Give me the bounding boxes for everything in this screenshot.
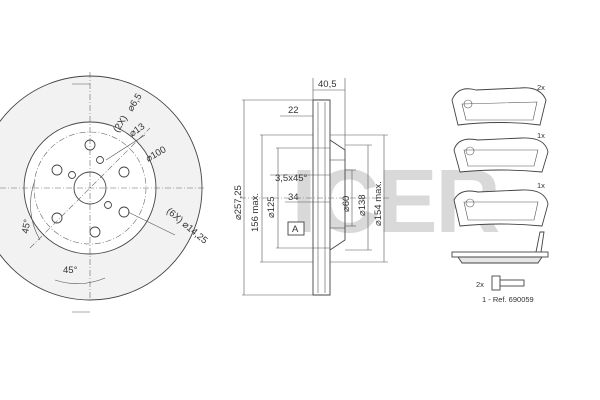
hat-wall (329, 139, 346, 251)
pad-1 (451, 87, 547, 126)
section-mark: A (292, 224, 299, 235)
leader-pcd (105, 134, 146, 161)
ref-label: 1 - Ref. 690059 (482, 295, 534, 304)
pad-1-qty: 2x (537, 83, 545, 92)
width-label: 40,5 (318, 79, 337, 90)
pad-1-hole (463, 99, 473, 109)
pad-2-friction (463, 149, 539, 167)
diam-138-label: ⌀138 (357, 194, 368, 216)
angle-arc-left (30, 179, 41, 241)
friction-ring (312, 99, 331, 296)
disc-front-view: (2X) ⌀6,5 ⌀13 ⌀100 (6X) ⌀14,25 45° 45° (0, 72, 210, 313)
pad-2 (453, 137, 549, 173)
offset-label: 22 (288, 105, 299, 116)
brake-pads: 2x 1x 1x 2x 1 - Ref. 690059 (451, 83, 549, 304)
bolt-hole (118, 166, 130, 178)
small-hole (68, 171, 76, 179)
pad-1-friction (461, 101, 538, 121)
bolt-qty: 2x (476, 280, 484, 289)
pad-3-hole (465, 198, 475, 208)
small-hole (96, 156, 104, 164)
pad-2-qty: 1x (537, 131, 545, 140)
leader-bolt (127, 211, 176, 236)
diam-outer-label: ⌀257,25 (233, 185, 244, 220)
pad-3-qty: 1x (537, 181, 545, 190)
bolt-icon (491, 275, 525, 291)
bolt-hole (51, 212, 63, 224)
angle-bottom-label: 45° (63, 265, 78, 276)
bolt-hole (51, 164, 63, 176)
depth-label: 34 (288, 192, 299, 203)
chamfer-label: 3,5x45° (275, 173, 308, 184)
angle-left-label: 45° (20, 218, 33, 234)
pad-3-friction (463, 201, 539, 221)
diam-125-label: ⌀125 (266, 196, 277, 218)
wear-sensor (535, 231, 545, 253)
pad-side-friction (457, 256, 543, 264)
section-mark-box (287, 221, 305, 236)
diam-154-label: ⌀154 max. (373, 181, 384, 226)
pad-3 (453, 189, 549, 227)
diam-156-label: 156 max. (250, 193, 261, 232)
pad-side-backplate (451, 251, 549, 258)
pad-2-hole (465, 146, 475, 156)
diam-60-label: ⌀60 (341, 196, 352, 212)
angle-arc-bottom (54, 277, 106, 284)
disc-section-view: 40,5 22 3,5x45° 34 A ⌀257,25 156 max. ⌀1… (233, 78, 390, 296)
bolt-hole (118, 206, 130, 218)
small-hole (104, 201, 112, 209)
